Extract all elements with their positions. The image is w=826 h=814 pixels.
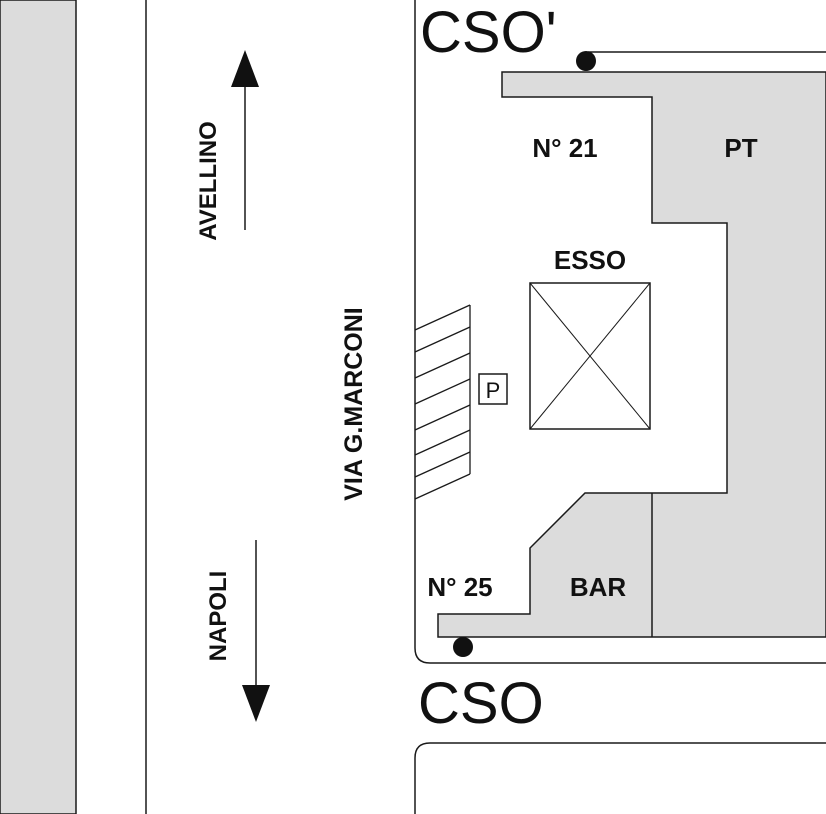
left-block — [0, 0, 77, 814]
building-block — [437, 71, 826, 638]
crossed-box-icon — [529, 282, 651, 430]
parking-label: P — [486, 378, 501, 403]
dot-marker-icon — [453, 637, 473, 657]
upper-block-outline — [414, 0, 826, 664]
parking-sign-icon: P — [478, 373, 508, 405]
number-21-label: N° 21 — [532, 133, 597, 163]
dot-marker-icon — [576, 51, 596, 71]
pt-label: PT — [724, 133, 757, 163]
via-marconi-label: VIA G.MARCONI — [340, 307, 368, 501]
avellino-label: AVELLINO — [195, 121, 222, 241]
number-25-label: N° 25 — [427, 572, 492, 602]
arrow-up-icon — [231, 50, 259, 230]
parking-stripes — [414, 304, 471, 500]
bar-label: BAR — [570, 572, 627, 602]
corso-top-label: CSO' — [420, 0, 557, 65]
corso-bottom-label: CSO — [418, 671, 544, 736]
lower-block-outline — [414, 742, 826, 814]
esso-label: ESSO — [554, 245, 626, 275]
arrow-down-icon — [242, 540, 270, 722]
napoli-label: NAPOLI — [205, 571, 232, 662]
